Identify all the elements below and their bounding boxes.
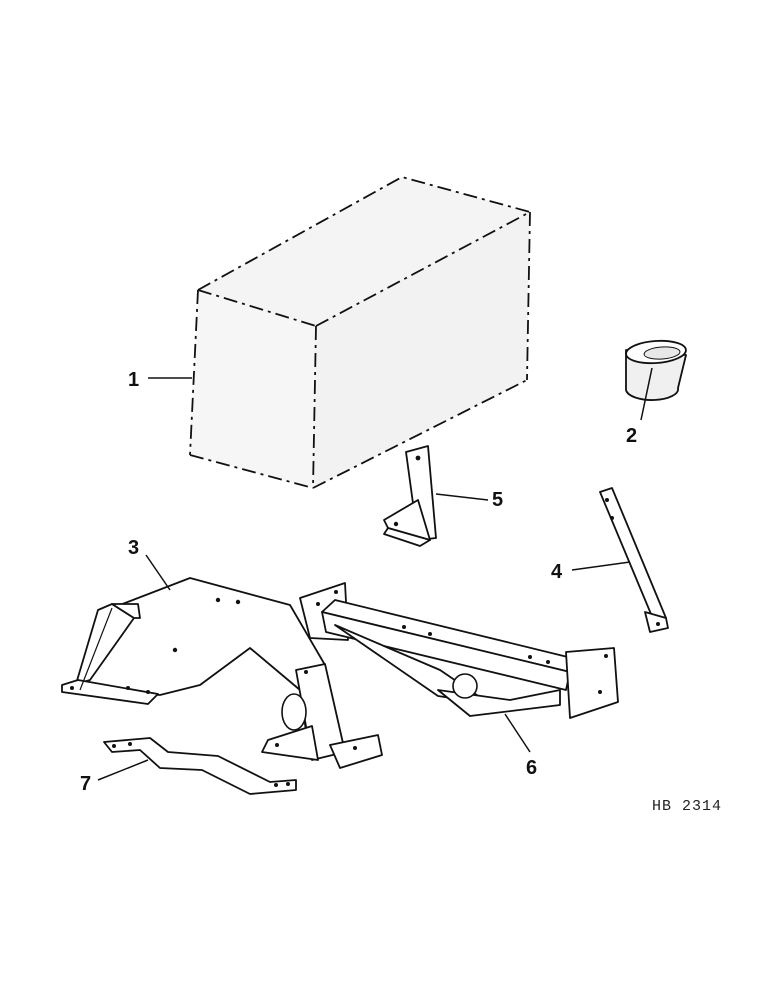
support-frame-part <box>61 577 383 769</box>
callout-2: 2 <box>626 425 637 447</box>
leader-2 <box>640 367 653 421</box>
leader-3 <box>145 554 171 591</box>
leader-4 <box>571 561 631 571</box>
drawing-code: HB 2314 <box>652 798 722 815</box>
leader-7 <box>97 759 149 781</box>
callout-7: 7 <box>80 773 91 795</box>
callout-4: 4 <box>551 561 563 583</box>
battery-box <box>189 176 531 489</box>
angle-bracket-part <box>383 445 437 547</box>
callout-6: 6 <box>526 757 537 779</box>
leader-6 <box>504 713 531 753</box>
callout-3: 3 <box>128 537 139 559</box>
callout-5: 5 <box>492 489 503 511</box>
callout-1: 1 <box>128 369 139 391</box>
leader-lines <box>97 367 653 781</box>
leader-5 <box>435 493 489 501</box>
strap-part <box>599 487 669 633</box>
cross-member-part <box>299 582 619 719</box>
tie-bar-part <box>103 737 297 795</box>
sleeve-part <box>625 339 687 401</box>
